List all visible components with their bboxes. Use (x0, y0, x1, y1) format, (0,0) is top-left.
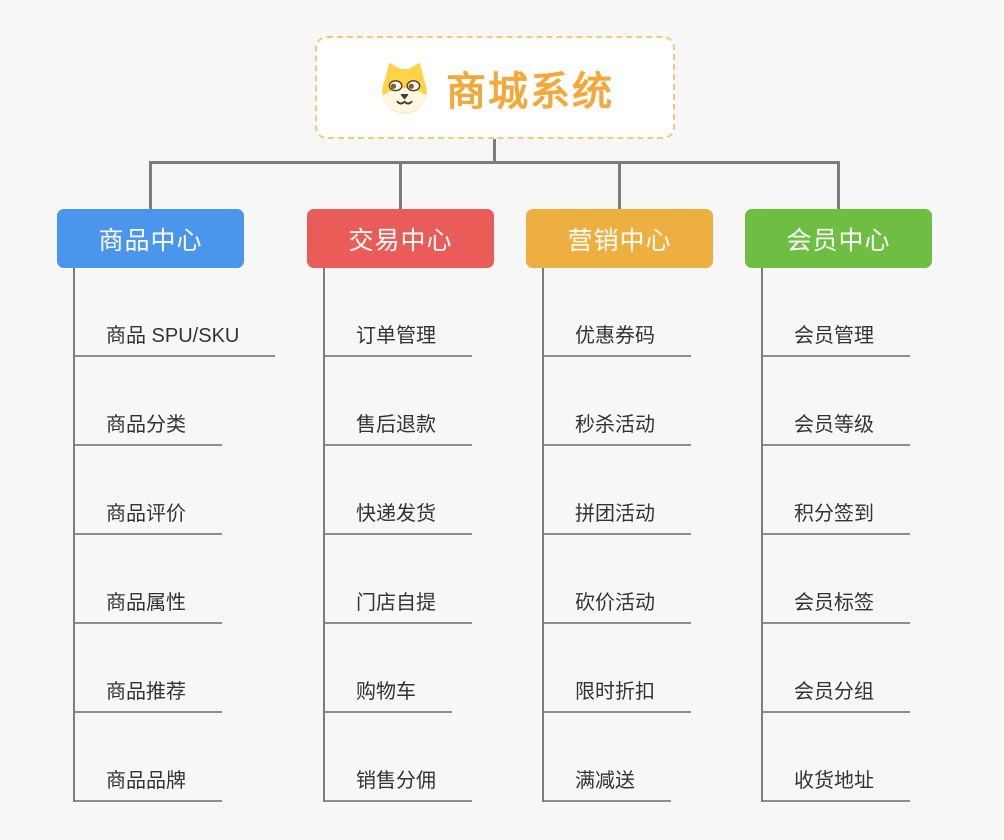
leaf-row: 商品品牌 (75, 713, 275, 802)
leaf-row: 会员标签 (763, 535, 910, 624)
leaf-node[interactable]: 快递发货 (325, 497, 472, 535)
drop-line-member-center (837, 161, 840, 209)
leaf-node[interactable]: 商品属性 (75, 586, 222, 624)
leaf-node[interactable]: 会员标签 (763, 586, 910, 624)
leaf-node[interactable]: 会员分组 (763, 675, 910, 713)
leaf-row: 优惠券码 (544, 268, 691, 357)
drop-line-product-center (149, 161, 152, 209)
leaf-node[interactable]: 商品推荐 (75, 675, 222, 713)
branch-children-trade-center: 订单管理 售后退款 快递发货 门店自提 购物车 销售分佣 (323, 268, 472, 802)
leaf-node[interactable]: 拼团活动 (544, 497, 691, 535)
drop-line-marketing-center (618, 161, 621, 209)
leaf-row: 收货地址 (763, 713, 910, 802)
leaf-node[interactable]: 积分签到 (763, 497, 910, 535)
leaf-row: 商品 SPU/SKU (75, 268, 276, 357)
leaf-row: 满减送 (544, 713, 691, 802)
leaf-node[interactable]: 商品分类 (75, 408, 222, 446)
branch-member-center[interactable]: 会员中心 (745, 209, 932, 268)
leaf-node[interactable]: 优惠券码 (544, 319, 691, 357)
leaf-row: 购物车 (325, 624, 472, 713)
leaf-node[interactable]: 商品 SPU/SKU (75, 319, 276, 357)
branch-trade-center[interactable]: 交易中心 (307, 209, 494, 268)
leaf-row: 商品推荐 (75, 624, 275, 713)
leaf-row: 商品分类 (75, 357, 275, 446)
branch-marketing-center[interactable]: 营销中心 (526, 209, 713, 268)
branch-column-product-center: 商品中心 商品 SPU/SKU 商品分类 商品评价 商品属性 商品推荐 商品品牌 (57, 209, 276, 802)
leaf-row: 售后退款 (325, 357, 472, 446)
leaf-row: 限时折扣 (544, 624, 691, 713)
drop-line-trade-center (399, 161, 402, 209)
leaf-node[interactable]: 收货地址 (763, 764, 910, 802)
leaf-node[interactable]: 订单管理 (325, 319, 472, 357)
leaf-node[interactable]: 商品品牌 (75, 764, 222, 802)
leaf-row: 会员等级 (763, 357, 910, 446)
branch-children-product-center: 商品 SPU/SKU 商品分类 商品评价 商品属性 商品推荐 商品品牌 (73, 268, 276, 802)
branch-children-marketing-center: 优惠券码 秒杀活动 拼团活动 砍价活动 限时折扣 满减送 (542, 268, 691, 802)
leaf-row: 会员管理 (763, 268, 910, 357)
root-connector-stub (493, 137, 496, 162)
branch-children-member-center: 会员管理 会员等级 积分签到 会员标签 会员分组 收货地址 (761, 268, 910, 802)
leaf-row: 商品属性 (75, 535, 275, 624)
leaf-node[interactable]: 会员管理 (763, 319, 910, 357)
leaf-node[interactable]: 售后退款 (325, 408, 472, 446)
leaf-node[interactable]: 会员等级 (763, 408, 910, 446)
leaf-row: 砍价活动 (544, 535, 691, 624)
leaf-node[interactable]: 购物车 (325, 675, 452, 713)
leaf-row: 商品评价 (75, 446, 275, 535)
root-node[interactable]: 商城系统 (315, 36, 675, 139)
leaf-node[interactable]: 门店自提 (325, 586, 472, 624)
dog-face-icon (382, 62, 427, 114)
leaf-node[interactable]: 砍价活动 (544, 586, 691, 624)
branch-connector-horizontal (149, 161, 840, 164)
leaf-node[interactable]: 秒杀活动 (544, 408, 691, 446)
leaf-row: 订单管理 (325, 268, 472, 357)
leaf-row: 门店自提 (325, 535, 472, 624)
branch-column-marketing-center: 营销中心 优惠券码 秒杀活动 拼团活动 砍价活动 限时折扣 满减送 (526, 209, 713, 802)
branch-product-center[interactable]: 商品中心 (57, 209, 244, 268)
leaf-node[interactable]: 销售分佣 (325, 764, 472, 802)
leaf-row: 积分签到 (763, 446, 910, 535)
leaf-row: 销售分佣 (325, 713, 472, 802)
leaf-row: 快递发货 (325, 446, 472, 535)
root-title: 商城系统 (446, 69, 614, 114)
leaf-row: 拼团活动 (544, 446, 691, 535)
branch-column-trade-center: 交易中心 订单管理 售后退款 快递发货 门店自提 购物车 销售分佣 (307, 209, 494, 802)
leaf-row: 秒杀活动 (544, 357, 691, 446)
leaf-node[interactable]: 限时折扣 (544, 675, 691, 713)
leaf-node[interactable]: 商品评价 (75, 497, 222, 535)
branch-column-member-center: 会员中心 会员管理 会员等级 积分签到 会员标签 会员分组 收货地址 (745, 209, 932, 802)
leaf-node[interactable]: 满减送 (544, 764, 671, 802)
leaf-row: 会员分组 (763, 624, 910, 713)
